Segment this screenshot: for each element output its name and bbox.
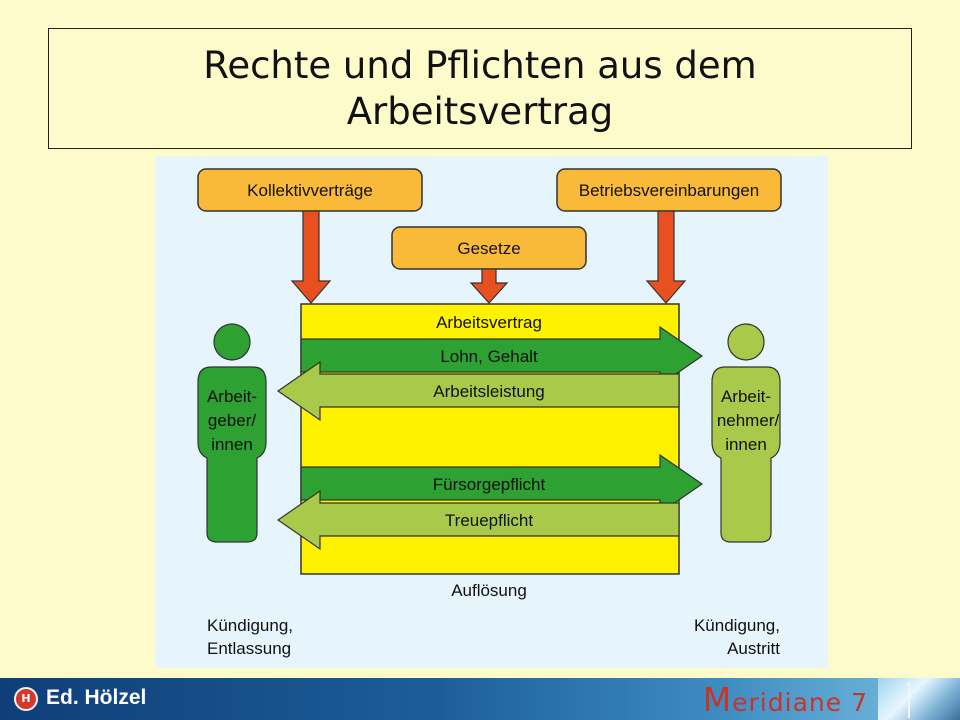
title-line-2: Arbeitsvertrag xyxy=(346,89,614,133)
footer-bar: H Ed. Hölzel Meridiane 7 xyxy=(0,678,960,720)
termination-left-line-2: Entlassung xyxy=(207,639,291,658)
lohn-gehalt-label: Lohn, Gehalt xyxy=(440,347,538,366)
gesetze-label: Gesetze xyxy=(457,239,520,258)
employer-figure xyxy=(197,323,267,543)
kollektiv-down-arrow xyxy=(290,210,332,304)
lohn-gehalt-arrow xyxy=(300,325,704,387)
publisher-logo-icon: H xyxy=(14,687,38,711)
termination-right-line-1: Kündigung, xyxy=(694,616,780,635)
arbeitsvertrag-label: Arbeitsvertrag xyxy=(436,313,542,332)
gesetze-down-arrow xyxy=(469,268,509,304)
employee-label-line-1: Arbeit- xyxy=(721,387,771,406)
arbeitsleistung-label: Arbeitsleistung xyxy=(433,382,545,401)
series-initial: M xyxy=(702,680,733,719)
employer-label-line-3: innen xyxy=(211,435,253,454)
treuepflicht-label: Treuepflicht xyxy=(445,511,533,530)
treuepflicht-arrow xyxy=(276,489,680,551)
employer-label-line-2: geber/ xyxy=(208,411,256,430)
fuersorgepflicht-label: Fürsorgepflicht xyxy=(433,475,546,494)
cover-thumbnail-image xyxy=(878,678,960,720)
employee-label-line-2: nehmer/ xyxy=(717,411,780,430)
employer-label-line-1: Arbeit- xyxy=(207,387,257,406)
termination-left-line-1: Kündigung, xyxy=(207,616,293,635)
betriebsvereinbarungen-label: Betriebsvereinbarungen xyxy=(579,181,760,200)
fuersorgepflicht-arrow xyxy=(300,453,704,515)
series-name: Meridiane 7 xyxy=(703,680,868,719)
termination-right-line-2: Austritt xyxy=(727,639,780,658)
employee-figure xyxy=(711,323,781,543)
title-box: Rechte und Pflichten aus dem Arbeitsvert… xyxy=(48,28,912,149)
publisher-name: Ed. Hölzel xyxy=(46,686,147,709)
arbeitsleistung-arrow xyxy=(276,360,680,422)
windmill-icon xyxy=(908,682,910,718)
aufloesung-label: Auflösung xyxy=(451,581,527,600)
series-rest: eridiane 7 xyxy=(732,688,868,717)
title-line-1: Rechte und Pflichten aus dem xyxy=(203,43,757,87)
employee-label-line-3: innen xyxy=(725,435,767,454)
contract-diagram: Kollektivverträge Betriebsvereinbarungen… xyxy=(155,156,828,668)
kollektivvertraege-label: Kollektivverträge xyxy=(247,181,373,200)
betrieb-down-arrow xyxy=(645,210,687,304)
